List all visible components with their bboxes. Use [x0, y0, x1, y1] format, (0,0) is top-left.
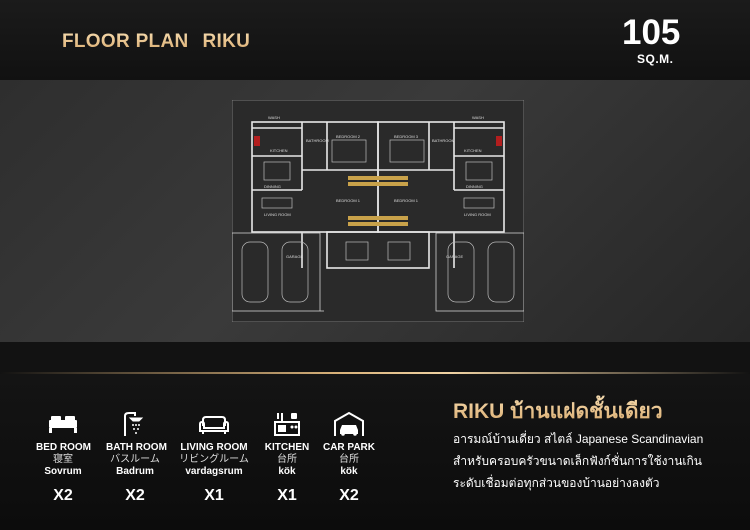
feature-living-room: LIVING ROOM リビングルーム vardagsrum X1 [178, 410, 250, 505]
title-floor-plan: FLOOR PLAN [62, 31, 189, 52]
feature-count: X1 [204, 487, 224, 504]
sofa-icon [199, 416, 229, 434]
plan-label-wash-right: WASH [472, 115, 484, 120]
feature-label: BED ROOM [36, 442, 91, 453]
area-value: 105 [622, 13, 681, 52]
product-desc-line2: สำหรับครอบครัวขนาดเล็กฟังก์ชั่นการใช้งาน… [453, 454, 702, 468]
feature-label: KITCHEN [264, 442, 310, 453]
feature-label-sv: Badrum [116, 466, 154, 477]
feature-label-sv: kök [278, 466, 296, 477]
feature-label-sv: Sovrum [44, 466, 82, 477]
plan-label-bedroom3: BEDROOM 3 [394, 134, 419, 139]
feature-label-sv: kök [340, 466, 358, 477]
plan-label-bathroom: BATHROOM [306, 138, 329, 143]
plan-label-garage: GARAGE [286, 254, 303, 259]
feature-count: X1 [277, 487, 297, 504]
plan-label-dining: DINNING [264, 184, 281, 189]
feature-count: X2 [53, 487, 73, 504]
plan-label-bedroom1: BEDROOM 1 [336, 198, 361, 203]
plan-label-bedroom2: BEDROOM 2 [336, 134, 361, 139]
floor-plan-drawing: WASH WASH KITCHEN KITCHEN BATHROOM BATHR… [231, 99, 525, 323]
feature-label: LIVING ROOM [180, 442, 248, 453]
feature-car-park: CAR PARK 台所 kök X2 [320, 410, 378, 505]
feature-label-jp: 寝室 [53, 454, 73, 465]
plan-label-bedroom1-right: BEDROOM 1 [394, 198, 419, 203]
product-desc-line3: ระดับเชื่อมต่อทุกส่วนของบ้านอย่างลงตัว [453, 476, 660, 490]
gold-divider [0, 372, 750, 374]
plan-label-dining-right: DINNING [466, 184, 483, 189]
feature-label-jp: リビングルーム [179, 454, 249, 465]
plan-label-living-right: LIVING ROOM [464, 212, 491, 217]
info-section [0, 374, 750, 530]
feature-label-jp: バスルーム [110, 454, 160, 465]
plan-label-kitchen-right: KITCHEN [464, 148, 482, 153]
feature-label: BATH ROOM [106, 442, 167, 453]
page-title: FLOOR PLAN RIKU [62, 31, 250, 53]
area-unit: SQ.M. [637, 52, 674, 66]
feature-bathroom: BATH ROOM バスルーム Badrum X2 [106, 410, 167, 505]
shower-icon [124, 412, 144, 436]
bed-icon [49, 416, 77, 433]
plan-label-living: LIVING ROOM [264, 212, 291, 217]
feature-label-jp: 台所 [339, 454, 359, 465]
title-model-name: RIKU [202, 31, 251, 52]
plan-label-kitchen: KITCHEN [270, 148, 288, 153]
feature-label: CAR PARK [322, 442, 376, 453]
car-garage-icon [334, 411, 364, 436]
feature-kitchen: KITCHEN 台所 kök X1 [264, 410, 310, 505]
plan-label-garage-right: GARAGE [446, 254, 463, 259]
plan-label-wash: WASH [268, 115, 280, 120]
feature-label-jp: 台所 [277, 454, 297, 465]
feature-bedroom: BED ROOM 寝室 Sovrum X2 [36, 410, 91, 505]
feature-count: X2 [125, 487, 145, 504]
feature-label-sv: vardagsrum [185, 466, 243, 477]
kitchen-icon [274, 413, 300, 436]
product-title: RIKU บ้านแฝดชั้นเดียว [453, 395, 663, 428]
feature-count: X2 [339, 487, 359, 504]
header-bar [0, 0, 750, 80]
plan-label-bathroom-right: BATHROOM [432, 138, 455, 143]
product-desc-line1: อารมณ์บ้านเดี่ยว สไตล์ Japanese Scandina… [453, 432, 704, 446]
